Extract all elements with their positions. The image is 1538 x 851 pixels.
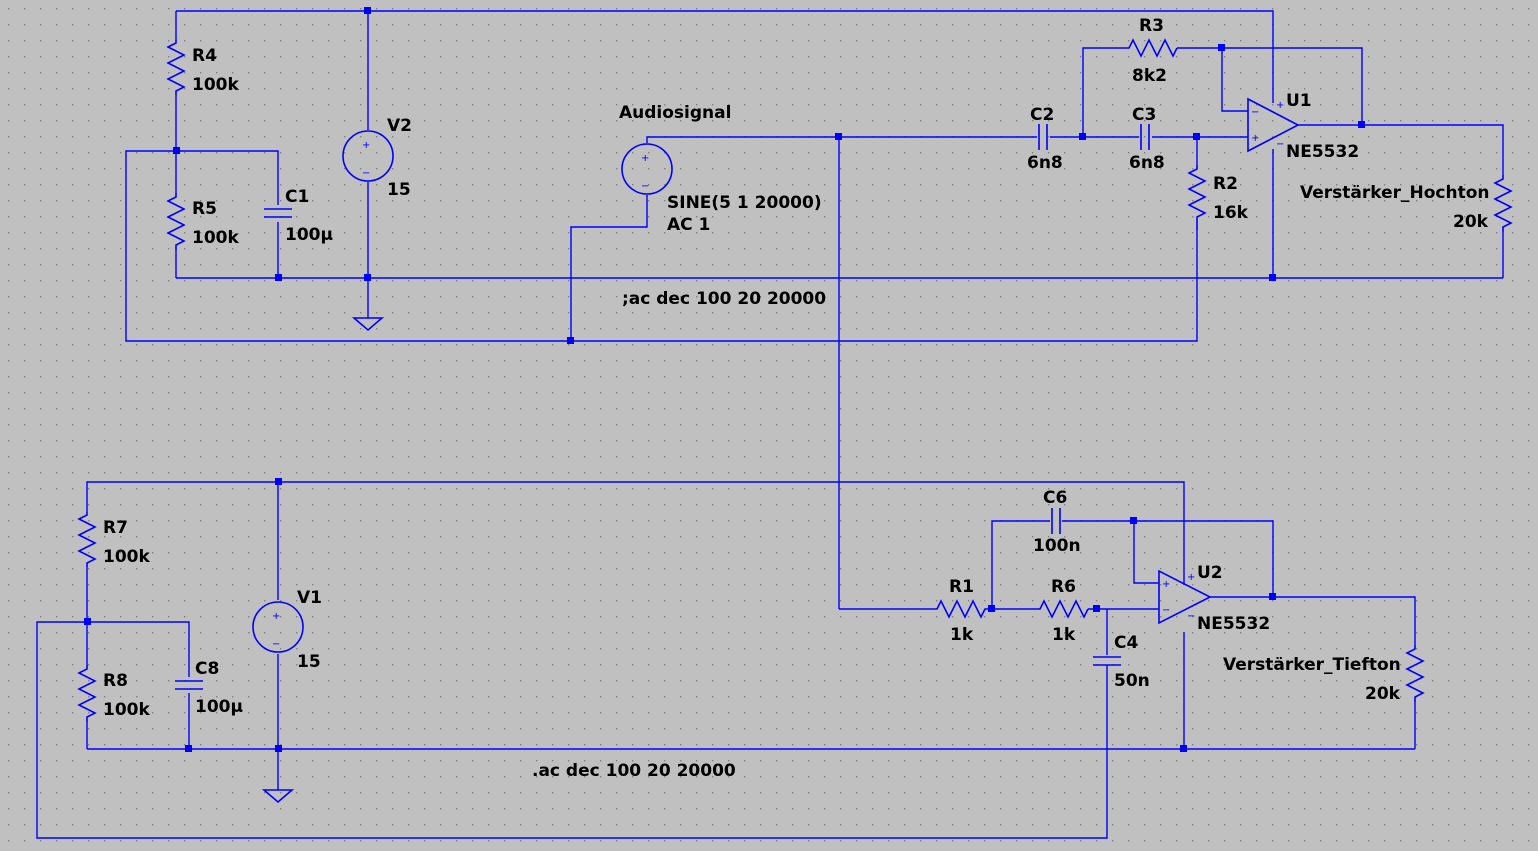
u1-model[interactable]: NE5532: [1286, 142, 1359, 162]
u1-vee-minus: −: [1276, 139, 1284, 150]
r4-label[interactable]: R4: [192, 46, 217, 66]
u2-vee-minus: −: [1187, 611, 1195, 622]
r6-label[interactable]: R6: [1051, 577, 1076, 597]
c8-capacitor[interactable]: [175, 680, 203, 690]
r3-label[interactable]: R3: [1139, 16, 1164, 36]
audio-minus-sign: −: [641, 181, 649, 192]
v1-plus-sign: +: [272, 611, 280, 622]
v1-label[interactable]: V1: [297, 588, 322, 608]
r2-resistor[interactable]: [1187, 165, 1207, 230]
u1-opamp[interactable]: + − − +: [1247, 97, 1300, 153]
u2-opamp[interactable]: + − + −: [1158, 569, 1212, 625]
u2-noninverting-input: +: [1162, 579, 1170, 590]
r1-resistor[interactable]: [933, 599, 988, 619]
ground-symbol-top: [351, 317, 385, 332]
c3-capacitor[interactable]: [1140, 124, 1150, 150]
r2-value[interactable]: 16k: [1213, 203, 1249, 223]
r7-resistor[interactable]: [77, 512, 97, 567]
load-tiefton-label[interactable]: Verstärker_Tiefton: [1223, 655, 1401, 675]
load-hochton-resistor[interactable]: [1493, 175, 1513, 232]
v2-label[interactable]: V2: [387, 116, 412, 136]
v1-value[interactable]: 15: [297, 652, 321, 672]
wires-top: [125, 10, 1504, 609]
c4-capacitor[interactable]: [1093, 656, 1121, 666]
r5-value[interactable]: 100k: [192, 228, 239, 248]
c4-value[interactable]: 50n: [1114, 671, 1150, 691]
v2-minus-sign: −: [362, 168, 370, 179]
r2-label[interactable]: R2: [1213, 174, 1238, 194]
c1-value[interactable]: 100µ: [285, 225, 333, 245]
r8-value[interactable]: 100k: [103, 700, 150, 720]
wires-bottom: [36, 481, 1416, 839]
c8-value[interactable]: 100µ: [195, 697, 243, 717]
u2-label[interactable]: U2: [1197, 563, 1223, 583]
r5-label[interactable]: R5: [192, 199, 217, 219]
c6-value[interactable]: 100n: [1033, 536, 1081, 556]
r5-resistor[interactable]: [166, 193, 186, 250]
load-hochton-label[interactable]: Verstärker_Hochton: [1300, 183, 1490, 203]
r3-value[interactable]: 8k2: [1132, 66, 1167, 86]
ground-symbol-bottom: [261, 789, 295, 804]
audio-plus-sign: +: [641, 153, 649, 164]
u1-inverting-input: −: [1251, 107, 1259, 118]
u1-vcc-plus: +: [1276, 100, 1284, 111]
c6-capacitor[interactable]: [1051, 508, 1061, 534]
c1-capacitor[interactable]: [264, 208, 292, 218]
r4-resistor[interactable]: [166, 40, 186, 95]
u2-model[interactable]: NE5532: [1197, 614, 1270, 634]
component-labels: R4 100k R5 100k C1 100µ V2 15 Audiosigna…: [103, 16, 1490, 781]
audiosignal-label[interactable]: Audiosignal: [619, 103, 731, 123]
r8-resistor[interactable]: [77, 665, 97, 722]
r7-value[interactable]: 100k: [103, 547, 150, 567]
c2-value[interactable]: 6n8: [1027, 153, 1063, 173]
junction-dots: [84, 7, 1365, 752]
audio-ac-value[interactable]: AC 1: [667, 215, 710, 235]
c2-capacitor[interactable]: [1038, 124, 1048, 150]
u1-label[interactable]: U1: [1286, 91, 1312, 111]
r4-value[interactable]: 100k: [192, 75, 239, 95]
c2-label[interactable]: C2: [1030, 105, 1054, 125]
r6-value[interactable]: 1k: [1052, 625, 1076, 645]
v2-voltage-source[interactable]: + −: [342, 130, 394, 182]
c3-label[interactable]: C3: [1132, 105, 1156, 125]
load-tiefton-resistor[interactable]: [1405, 645, 1425, 702]
r7-label[interactable]: R7: [103, 518, 128, 538]
c8-label[interactable]: C8: [195, 659, 219, 679]
r8-label[interactable]: R8: [103, 671, 128, 691]
r1-label[interactable]: R1: [949, 577, 974, 597]
u2-vcc-plus: +: [1187, 572, 1195, 583]
load-tiefton-value[interactable]: 20k: [1365, 684, 1401, 704]
v2-value[interactable]: 15: [387, 180, 411, 200]
audiosignal-source[interactable]: + −: [621, 143, 673, 195]
r1-value[interactable]: 1k: [950, 625, 974, 645]
audio-sine-value[interactable]: SINE(5 1 20000): [667, 193, 822, 213]
c4-label[interactable]: C4: [1114, 633, 1138, 653]
c3-value[interactable]: 6n8: [1129, 153, 1165, 173]
v2-plus-sign: +: [362, 140, 370, 151]
c6-label[interactable]: C6: [1043, 488, 1067, 508]
ac-comment[interactable]: ;ac dec 100 20 20000: [622, 289, 826, 309]
ac-directive[interactable]: .ac dec 100 20 20000: [532, 761, 736, 781]
r6-resistor[interactable]: [1036, 599, 1089, 619]
u1-noninverting-input: +: [1251, 133, 1259, 144]
r3-resistor[interactable]: [1125, 38, 1178, 58]
v1-voltage-source[interactable]: + −: [252, 601, 304, 653]
v1-minus-sign: −: [272, 639, 280, 650]
u2-inverting-input: −: [1162, 605, 1170, 616]
c1-label[interactable]: C1: [285, 187, 309, 207]
load-hochton-value[interactable]: 20k: [1453, 212, 1489, 232]
